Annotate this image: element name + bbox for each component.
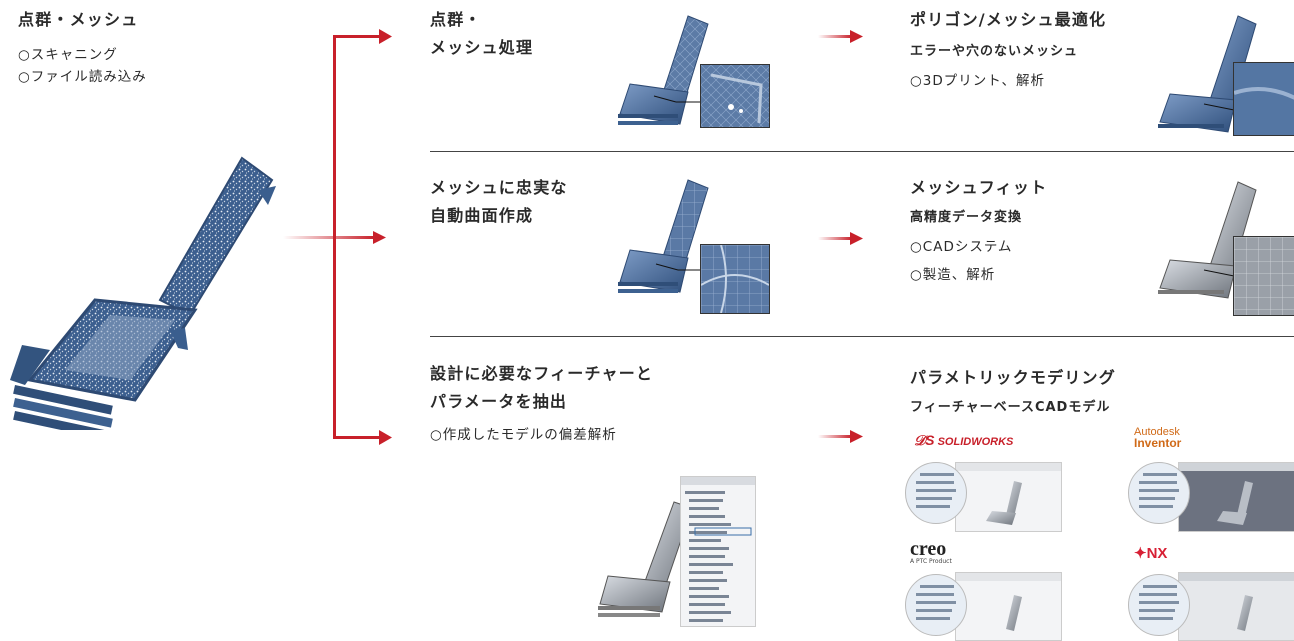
row2-arrow bbox=[818, 232, 863, 245]
row3-process-title-line2: パラメータを抽出 bbox=[430, 392, 568, 411]
row1-zoom-detail bbox=[700, 64, 770, 128]
row2-process-title-line2: 自動曲面作成 bbox=[430, 206, 534, 225]
inventor-logo: Autodesk Inventor bbox=[1134, 426, 1182, 450]
row3-arrow bbox=[818, 430, 863, 443]
row1-process-title-line2: メッシュ処理 bbox=[430, 38, 534, 57]
nx-screenshot bbox=[1178, 572, 1294, 641]
row-divider-1 bbox=[430, 151, 1294, 152]
solidworks-tree-zoom bbox=[905, 462, 967, 524]
row2-process-title-line1: メッシュに忠実な bbox=[430, 178, 568, 197]
creo-logo: creo A PTC Product bbox=[910, 538, 952, 565]
row2-result-zoom bbox=[1233, 236, 1294, 316]
creo-tree-zoom bbox=[905, 574, 967, 636]
branch-arrow-row1 bbox=[333, 29, 392, 44]
row1-mesh-blade-image bbox=[618, 15, 709, 125]
point-cloud-blade-image bbox=[10, 156, 276, 430]
solidworks-screenshot bbox=[955, 462, 1062, 532]
row2-result-title: メッシュフィット bbox=[910, 178, 1048, 197]
nx-tree-zoom bbox=[1128, 574, 1190, 636]
source-title: 点群・メッシュ bbox=[18, 10, 139, 29]
source-arrow bbox=[283, 231, 386, 244]
row2-result-subtitle: 高精度データ変換 bbox=[910, 210, 1023, 225]
row1-process-title-line1: 点群・ bbox=[430, 10, 482, 29]
creo-screenshot bbox=[955, 572, 1062, 641]
row1-result-zoom bbox=[1233, 62, 1294, 136]
row3-process-item-1: ○作成したモデルの偏差解析 bbox=[430, 427, 617, 443]
nx-mark-icon: ✦ bbox=[1134, 545, 1147, 562]
solidworks-logo-text: SOLIDWORKS bbox=[937, 436, 1014, 448]
branch-arrow-row3 bbox=[333, 430, 392, 445]
row1-arrow bbox=[818, 30, 863, 43]
creo-text: creo bbox=[910, 538, 947, 560]
row2-result-item-1: ○CADシステム bbox=[910, 239, 1013, 255]
row2-zoom-detail bbox=[700, 244, 770, 314]
row1-process-title: 点群・ メッシュ処理 bbox=[430, 6, 533, 62]
row-divider-2 bbox=[430, 336, 1294, 337]
row2-process-title: メッシュに忠実な 自動曲面作成 bbox=[430, 174, 568, 230]
row1-result-item-1: ○3Dプリント、解析 bbox=[910, 73, 1045, 89]
row3-process-title-line1: 設計に必要なフィーチャーと bbox=[430, 364, 654, 383]
inventor-text: Inventor bbox=[1134, 436, 1182, 450]
source-item-file-import: ○ファイル読み込み bbox=[18, 69, 147, 85]
creo-subtext: A PTC Product bbox=[910, 558, 952, 565]
row1-result-subtitle: エラーや穴のないメッシュ bbox=[910, 44, 1079, 59]
solidworks-logo: 𝒟S SOLIDWORKS bbox=[914, 432, 1013, 449]
autodesk-text: Autodesk bbox=[1134, 426, 1180, 438]
row3-process-title: 設計に必要なフィーチャーと パラメータを抽出 bbox=[430, 360, 653, 416]
solidworks-ds-mark: 𝒟S bbox=[914, 432, 935, 448]
row3-feature-tree-screenshot bbox=[680, 476, 756, 627]
row1-optimized-blade-image bbox=[1158, 15, 1257, 133]
nx-text: NX bbox=[1146, 545, 1168, 562]
inventor-screenshot bbox=[1178, 462, 1294, 532]
row2-cad-blade-image bbox=[1158, 181, 1257, 299]
source-item-scanning: ○スキャニング bbox=[18, 47, 118, 63]
nx-logo: ✦NX bbox=[1134, 544, 1167, 562]
row1-result-title: ポリゴン/メッシュ最適化 bbox=[910, 10, 1107, 29]
branch-vertical-line bbox=[333, 36, 336, 437]
inventor-tree-zoom bbox=[1128, 462, 1190, 524]
row3-result-subtitle: フィーチャーベースCADモデル bbox=[910, 400, 1111, 415]
row2-surface-blade-image bbox=[618, 179, 709, 293]
row3-result-title: パラメトリックモデリング bbox=[910, 368, 1116, 387]
row2-result-item-2: ○製造、解析 bbox=[910, 267, 996, 283]
